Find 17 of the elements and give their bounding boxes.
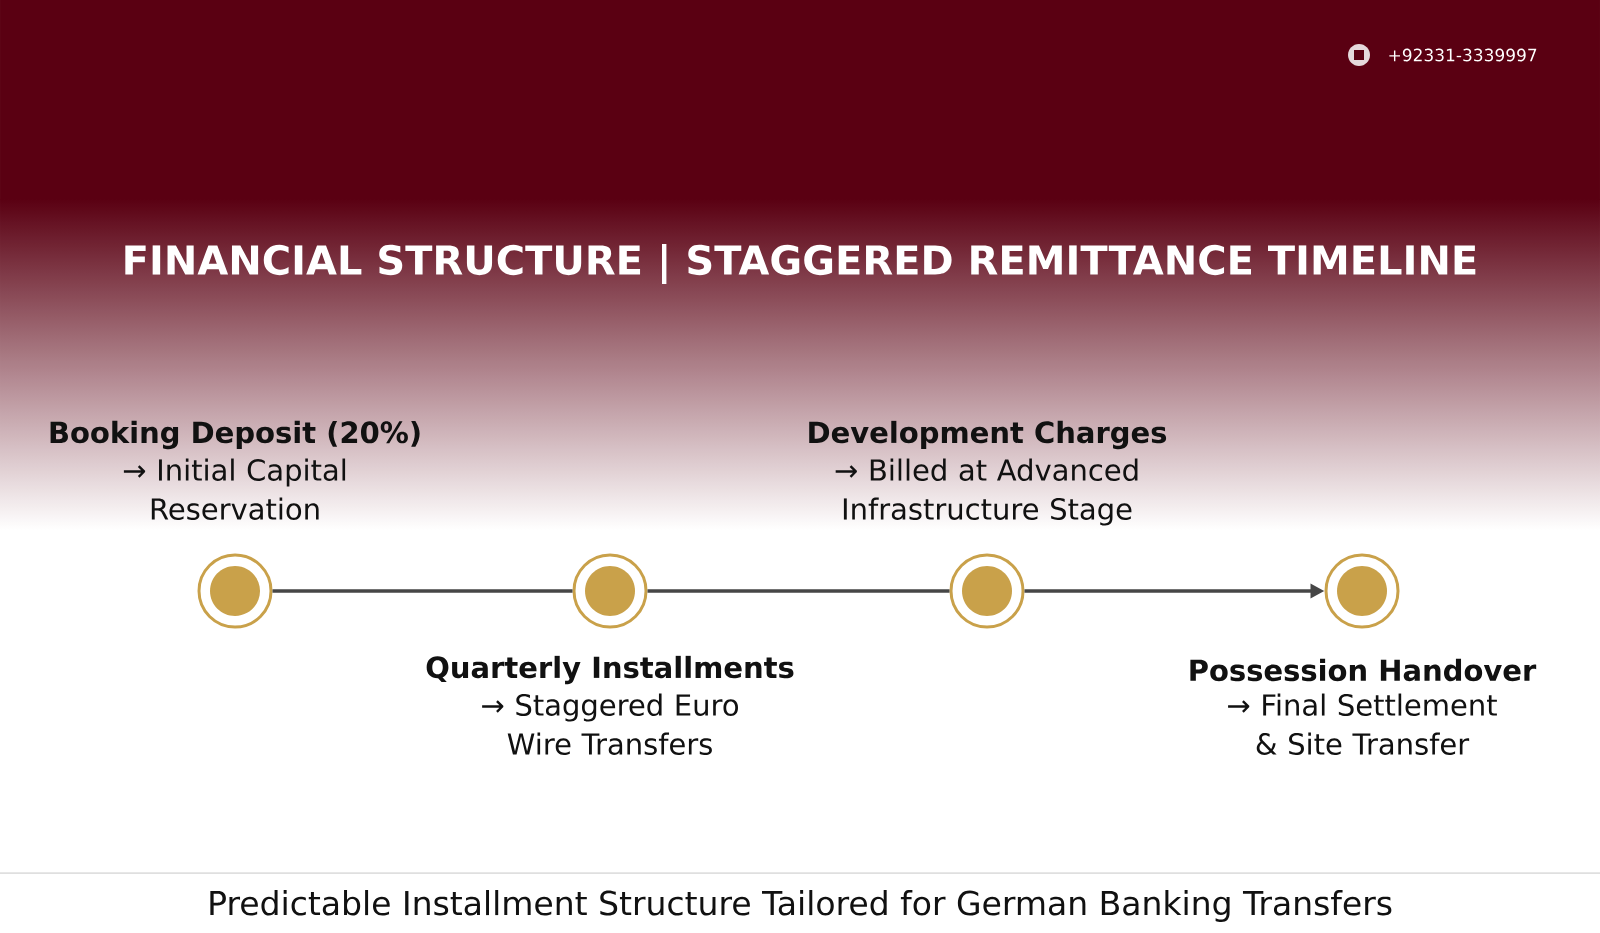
milestone-description: → Staggered Euro Wire Transfers — [482, 693, 738, 755]
milestone-heading: Quarterly Installments — [426, 655, 794, 685]
milestone-heading: Booking Deposit (20%) — [50, 420, 420, 450]
milestone-description: → Billed at Advanced Infrastructure Stage — [835, 458, 1138, 526]
title: FINANCIAL STRUCTURE | STAGGERED REMITTANCE TIMELINE — [125, 244, 1476, 284]
milestone-description: → Final Settlement & Site Transfer — [1228, 693, 1497, 755]
timeline-line — [647, 589, 950, 593]
timeline-marker — [1324, 553, 1400, 629]
caption: Predictable Installment Structure Tailored for German Banking Transfers — [210, 890, 1392, 922]
milestone-description: → Initial Capital Reservation — [123, 458, 346, 520]
milestone-heading: Possession Handover — [1190, 658, 1537, 682]
timeline-marker — [949, 553, 1025, 629]
phone-number: +92331-3339997 — [1389, 48, 1537, 62]
timeline-line — [272, 589, 573, 593]
timeline-marker — [197, 553, 273, 629]
milestone-heading: Development Charges — [809, 420, 1167, 450]
timeline-marker — [572, 553, 648, 629]
